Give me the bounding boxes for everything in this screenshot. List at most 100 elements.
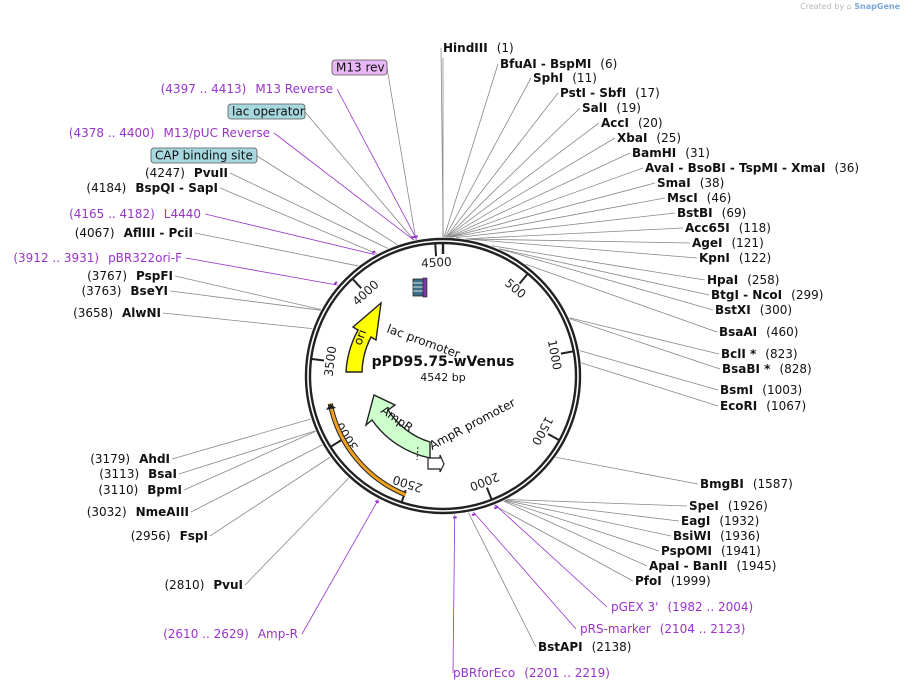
primer-amp-r[interactable]: (2610 .. 2629)Amp-R	[163, 627, 298, 641]
site-position: (4067)	[75, 226, 115, 240]
site-alwni[interactable]: (3658)AlwNI	[73, 306, 161, 320]
leader-line	[209, 456, 331, 537]
primer-name: M13 Reverse	[255, 82, 333, 96]
primer-pgex-3[interactable]: pGEX 3'(1982 .. 2004)	[611, 600, 753, 614]
site-agei[interactable]: AgeI(121)	[692, 236, 764, 250]
site-position: (69)	[722, 206, 747, 220]
site-spei[interactable]: SpeI(1926)	[689, 499, 768, 513]
site-afliii-pcii[interactable]: (4067)AflIII - PciI	[75, 226, 193, 240]
leader-line	[446, 107, 581, 238]
site-bspqi-sapi[interactable]: (4184)BspQI - SapI	[86, 181, 218, 195]
site-smai[interactable]: SmaI(38)	[657, 176, 724, 190]
site-fspi[interactable]: (2956)FspI	[131, 529, 208, 543]
tick-mark	[547, 433, 560, 442]
site-pvuii[interactable]: (4247)PvuII	[145, 166, 228, 180]
site-psti-sbfi[interactable]: PstI - SbfI(17)	[560, 86, 660, 100]
site-eagi[interactable]: EagI(1932)	[681, 514, 759, 528]
site-bsabi[interactable]: BsaBI *(828)	[722, 362, 812, 376]
site-bsiwi[interactable]: BsiWI(1936)	[673, 529, 760, 543]
site-nmeaiii[interactable]: (3032)NmeAIII	[87, 505, 189, 519]
site-pfoi[interactable]: PfoI(1999)	[635, 574, 711, 588]
feature-box-bg	[331, 59, 388, 76]
site-pspomi[interactable]: PspOMI(1941)	[661, 544, 761, 558]
site-bstxi[interactable]: BstXI(300)	[715, 303, 792, 317]
primer-range: (2610 .. 2629)	[163, 627, 249, 641]
leader-line	[185, 257, 338, 286]
site-apai-banii[interactable]: ApaI - BanII(1945)	[649, 559, 776, 573]
primer-name: pBR322ori-F	[108, 251, 182, 265]
leader-line	[498, 248, 710, 296]
site-sphi[interactable]: SphI(11)	[533, 71, 597, 85]
tick-mark	[560, 350, 574, 355]
feature-box-m13-rev[interactable]: M13 rev	[331, 59, 388, 76]
site-msci[interactable]: MscI(46)	[667, 191, 731, 205]
svg-text:MscI(46): MscI(46)	[667, 191, 731, 205]
svg-text:(3113)BsaI: (3113)BsaI	[99, 467, 177, 481]
site-pvui[interactable]: (2810)PvuI	[164, 578, 243, 592]
primer-pbr322ori-f[interactable]: (3912 .. 3931)pBR322ori-F	[13, 251, 182, 265]
svg-text:AvaI - BsoBI - TspMI - XmaI(36: AvaI - BsoBI - TspMI - XmaI(36)	[645, 161, 859, 175]
svg-text:XbaI(25): XbaI(25)	[617, 131, 681, 145]
svg-text:SmaI(38): SmaI(38)	[657, 176, 724, 190]
feature-box-cap-binding-site[interactable]: CAP binding site	[150, 147, 258, 164]
site-bsaai[interactable]: BsaAI(460)	[719, 325, 798, 339]
leader-line	[171, 418, 311, 460]
leader-line	[498, 248, 714, 311]
leader-line	[525, 263, 718, 333]
site-name: BclI *	[721, 347, 757, 361]
site-name: FspI	[180, 529, 208, 543]
site-position: (3113)	[99, 467, 139, 481]
primer-m13-puc-reverse[interactable]: (4378 .. 4400)M13/pUC Reverse	[69, 126, 270, 140]
site-bpmi[interactable]: (3110)BpmI	[98, 483, 182, 497]
site-position: (38)	[700, 176, 725, 190]
tick-mark	[329, 439, 343, 448]
site-bseyi[interactable]: (3763)BseYI	[82, 284, 169, 298]
primer-name: L4440	[164, 207, 201, 221]
primer-prs-marker[interactable]: pRS-marker(2104 .. 2123)	[580, 622, 745, 636]
site-ecori[interactable]: EcoRI(1067)	[720, 399, 806, 413]
site-bstapi[interactable]: BstAPI(2138)	[538, 640, 631, 654]
site-bcli[interactable]: BclI *(823)	[721, 347, 798, 361]
leader-line	[506, 499, 688, 507]
site-kpni[interactable]: KpnI(122)	[699, 251, 771, 265]
site-btgi-ncoi[interactable]: BtgI - NcoI(299)	[711, 288, 823, 302]
site-ahdi[interactable]: (3179)AhdI	[90, 452, 170, 466]
site-bmgbi[interactable]: BmgBI(1587)	[700, 477, 793, 491]
site-bamhi[interactable]: BamHI(31)	[632, 146, 710, 160]
site-pspfi[interactable]: (3767)PspFI	[87, 269, 173, 283]
site-bfuai-bspmi[interactable]: BfuAI - BspMI(6)	[500, 57, 617, 71]
site-name: BtgI - NcoI	[711, 288, 782, 302]
primer-pbrforeco[interactable]: pBRforEco(2201 .. 2219)	[453, 666, 610, 680]
site-bstbi[interactable]: BstBI(69)	[677, 206, 746, 220]
primer-mark	[333, 281, 338, 286]
svg-text:pRS-marker(2104 .. 2123): pRS-marker(2104 .. 2123)	[580, 622, 745, 636]
leader-line	[446, 122, 600, 238]
site-acc65i[interactable]: Acc65I(118)	[685, 221, 771, 235]
svg-text:BstBI(69): BstBI(69)	[677, 206, 746, 220]
tick-mark	[310, 357, 325, 362]
site-bsmi[interactable]: BsmI(1003)	[720, 383, 802, 397]
primer-mark	[371, 250, 376, 254]
site-avai-bsobi-tspmi-xmai[interactable]: AvaI - BsoBI - TspMI - XmaI(36)	[645, 161, 859, 175]
svg-text:(3179)AhdI: (3179)AhdI	[90, 452, 170, 466]
site-hindiii[interactable]: HindIII(1)	[443, 41, 514, 55]
site-position: (300)	[760, 303, 792, 317]
svg-text:KpnI(122): KpnI(122)	[699, 251, 771, 265]
leader-line	[229, 172, 389, 249]
site-hpai[interactable]: HpaI(258)	[707, 273, 779, 287]
tick-label: 3500	[322, 345, 340, 377]
svg-text:Acc65I(118): Acc65I(118)	[685, 221, 771, 235]
site-sali[interactable]: SalI(19)	[582, 101, 641, 115]
site-name: BpmI	[147, 483, 182, 497]
leader-line	[386, 67, 417, 240]
ori-label: ori	[351, 328, 369, 347]
site-acci[interactable]: AccI(20)	[601, 116, 663, 130]
svg-text:PfoI(1999): PfoI(1999)	[635, 574, 711, 588]
primer-l4440[interactable]: (4165 .. 4182)L4440	[69, 207, 201, 221]
feature-box-lac-operator[interactable]: lac operator	[227, 103, 306, 120]
site-bsai[interactable]: (3113)BsaI	[99, 467, 177, 481]
primer-m13-reverse[interactable]: (4397 .. 4413)M13 Reverse	[161, 82, 333, 96]
svg-text:(4184)BspQI - SapI: (4184)BspQI - SapI	[86, 181, 218, 195]
site-position: (121)	[731, 236, 763, 250]
site-xbai[interactable]: XbaI(25)	[617, 131, 681, 145]
